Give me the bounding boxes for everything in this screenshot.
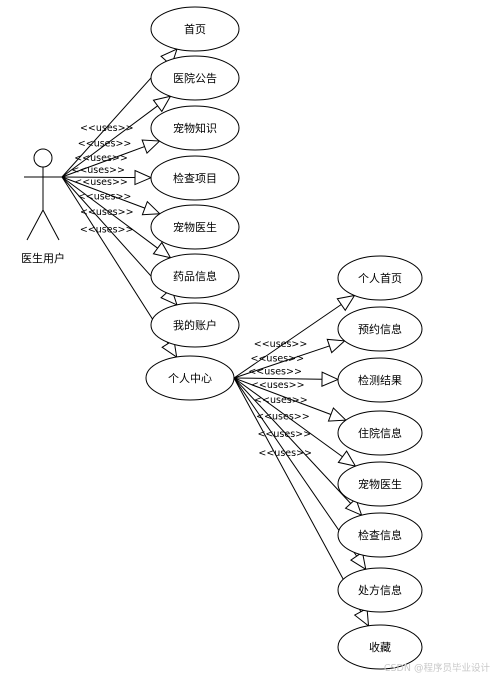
sub-usecase-label-3: 住院信息 xyxy=(358,426,402,440)
main-usecase-7 xyxy=(145,355,235,401)
main-arrowhead-4 xyxy=(141,200,161,216)
main-usecase-label-7: 个人中心 xyxy=(168,372,212,385)
main-uses-label-0: <<uses>> xyxy=(80,123,134,134)
sub-arrowhead-3 xyxy=(327,407,348,422)
association-lines: <<uses>><<uses>><<uses>><<uses>><<uses>>… xyxy=(61,48,370,627)
sub-uses-label-2: <<uses>> xyxy=(248,366,302,377)
sub-uses-label-4: <<uses>> xyxy=(254,395,308,406)
main-association-2 xyxy=(61,146,145,178)
main-usecase-label-0: 首页 xyxy=(184,22,206,36)
main-association-5 xyxy=(61,176,158,249)
main-association-1 xyxy=(61,105,158,178)
actor-label: 医生用户 xyxy=(21,251,65,265)
main-uses-label-3: <<uses>> xyxy=(71,165,125,176)
main-usecase-0 xyxy=(150,6,240,52)
sub-usecase-label-0: 个人首页 xyxy=(358,271,402,285)
actor-right-leg xyxy=(42,209,60,241)
main-association-3 xyxy=(61,176,136,179)
main-usecase-2 xyxy=(150,105,240,151)
sub-arrowhead-5 xyxy=(344,497,363,517)
sub-usecase-5 xyxy=(337,512,423,558)
main-arrowhead-2 xyxy=(141,139,161,155)
sub-arrowhead-2 xyxy=(321,371,340,387)
sub-arrowhead-7 xyxy=(353,607,370,627)
main-usecase-6 xyxy=(150,302,240,348)
main-association-6 xyxy=(61,176,167,294)
main-association-0 xyxy=(61,60,167,178)
sub-usecase-2 xyxy=(337,357,423,403)
main-usecase-label-2: 宠物知识 xyxy=(173,121,217,135)
main-usecase-label-3: 检查项目 xyxy=(173,171,217,185)
sub-association-7 xyxy=(233,377,362,613)
sub-uses-label-3: <<uses>> xyxy=(251,380,305,391)
sub-usecase-label-7: 收藏 xyxy=(369,640,391,654)
main-association-4 xyxy=(61,176,146,209)
sub-usecase-label-5: 检查信息 xyxy=(358,528,402,542)
sub-usecase-0 xyxy=(337,255,423,301)
watermark: CSDN @程序员毕业设计 xyxy=(384,662,491,674)
main-usecase-label-4: 宠物医生 xyxy=(173,220,217,234)
sub-arrowhead-0 xyxy=(336,294,356,312)
use-case-ellipses: 首页医院公告宠物知识检查项目宠物医生药品信息我的账户个人中心个人首页预约信息检测… xyxy=(145,6,423,670)
main-uses-label-1: <<uses>> xyxy=(78,138,132,149)
main-uses-label-4: <<uses>> xyxy=(74,177,128,188)
main-usecase-4 xyxy=(150,204,240,250)
sub-usecase-label-6: 处方信息 xyxy=(358,583,402,597)
main-association-7 xyxy=(61,176,169,344)
sub-association-5 xyxy=(233,377,352,504)
sub-uses-label-1: <<uses>> xyxy=(251,354,305,365)
main-arrowhead-5 xyxy=(152,241,172,259)
sub-uses-label-6: <<uses>> xyxy=(257,429,311,440)
sub-usecase-3 xyxy=(337,410,423,456)
actor-head xyxy=(33,148,53,168)
main-usecase-label-1: 医院公告 xyxy=(173,71,217,85)
sub-usecase-1 xyxy=(337,306,423,352)
main-uses-label-5: <<uses>> xyxy=(78,192,132,203)
sub-arrowhead-6 xyxy=(349,551,367,571)
sub-association-1 xyxy=(233,345,330,379)
sub-association-2 xyxy=(233,377,323,380)
sub-arrowhead-1 xyxy=(326,338,346,354)
sub-association-3 xyxy=(233,377,332,415)
main-usecase-1 xyxy=(150,55,240,101)
actor: 医生用户 xyxy=(21,148,65,265)
sub-association-4 xyxy=(233,377,343,458)
main-uses-label-6: <<uses>> xyxy=(80,207,134,218)
sub-uses-label-0: <<uses>> xyxy=(254,339,308,350)
sub-usecase-6 xyxy=(337,567,423,613)
main-usecase-label-6: 我的账户 xyxy=(173,318,217,332)
sub-association-0 xyxy=(233,304,342,379)
main-arrowhead-1 xyxy=(152,95,172,113)
sub-usecase-4 xyxy=(337,461,423,507)
sub-usecase-label-4: 宠物医生 xyxy=(358,477,402,491)
sub-uses-label-7: <<uses>> xyxy=(258,448,312,459)
sub-arrowhead-4 xyxy=(337,450,357,467)
main-arrowhead-3 xyxy=(134,169,153,186)
main-usecase-5 xyxy=(150,253,240,299)
sub-usecase-7 xyxy=(337,624,423,670)
sub-association-6 xyxy=(233,377,358,557)
main-uses-label-7: <<uses>> xyxy=(80,224,134,235)
sub-usecase-label-2: 检测结果 xyxy=(358,373,402,387)
main-usecase-3 xyxy=(150,155,240,201)
sub-usecase-label-1: 预约信息 xyxy=(358,322,402,336)
sub-uses-label-5: <<uses>> xyxy=(256,411,310,422)
main-uses-label-2: <<uses>> xyxy=(74,153,128,164)
main-usecase-label-5: 药品信息 xyxy=(173,269,217,283)
actor-left-leg xyxy=(26,209,44,241)
